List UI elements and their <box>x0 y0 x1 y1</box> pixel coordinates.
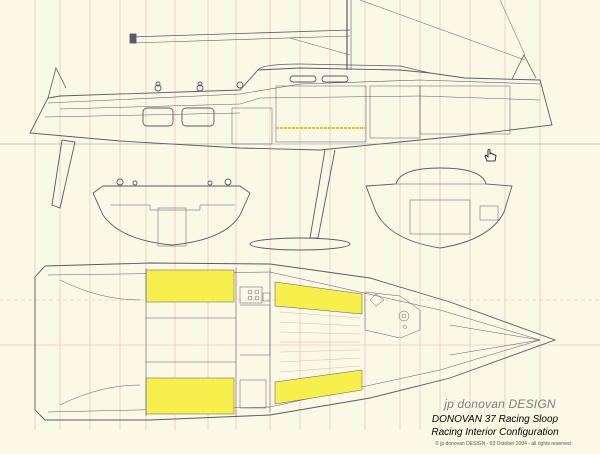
boom <box>129 29 351 38</box>
hand-pointer-icon <box>484 149 497 162</box>
starboard-settee-cushion <box>274 369 363 405</box>
hull-profile <box>29 67 553 151</box>
aft-cross-section <box>92 178 251 247</box>
copyright-notice: © jp donovan DESIGN - 03 October 2004 - … <box>435 441 571 447</box>
rudder <box>51 139 76 209</box>
starboard-berth-cushion <box>145 377 235 415</box>
deck-plan-outline <box>34 262 557 421</box>
drawing-title: DONOVAN 37 Racing Sloop <box>431 414 559 425</box>
deck-plan <box>34 262 557 421</box>
drawing-subtitle: Racing Interior Configuration <box>431 427 559 438</box>
forestay <box>359 0 526 61</box>
side-profile <box>29 0 553 251</box>
reference-guide-lines <box>0 143 600 346</box>
mid-cross-section <box>365 167 513 252</box>
station-guide-lines <box>34 0 541 430</box>
port-settee-cushion <box>274 281 363 315</box>
keel-bulb <box>249 237 351 251</box>
port-berth-cushion <box>145 269 235 303</box>
keel-fin <box>309 149 336 239</box>
brand-name: jp donovan DESIGN <box>444 397 556 411</box>
